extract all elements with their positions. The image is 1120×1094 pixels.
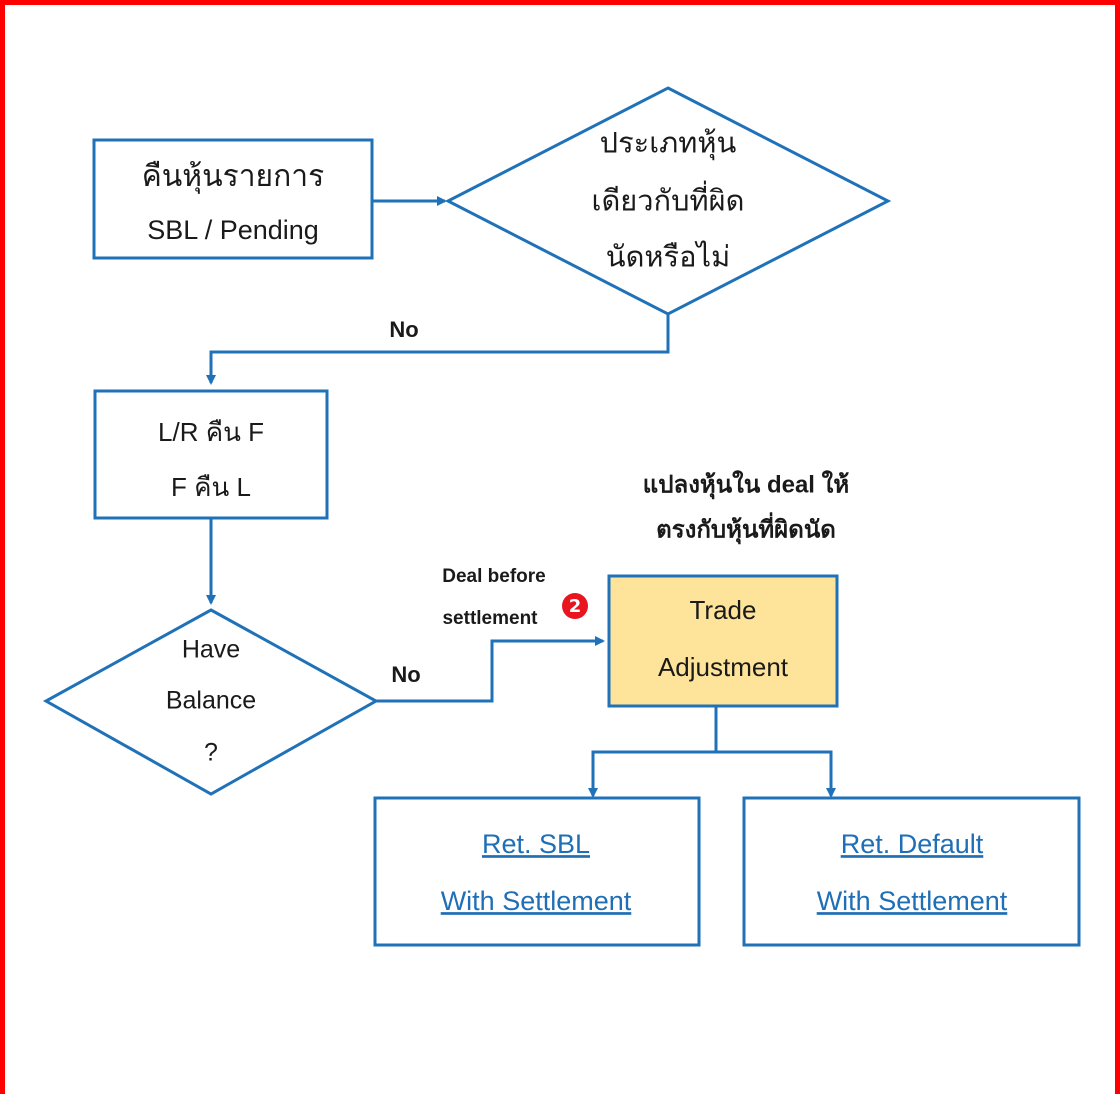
annotation-line1: แปลงหุ้นใน deal ให้: [643, 469, 849, 500]
have-balance-line3: ?: [204, 739, 218, 767]
trade-adjustment-line2: Adjustment: [658, 652, 789, 682]
annotation-line2: ตรงกับหุ้นที่ผิดนัด: [656, 511, 836, 545]
return-pending-line1: คืนหุ้นรายการ: [142, 160, 325, 195]
same-type-check-line2: เดียวกับที่ผิด: [592, 181, 745, 218]
same-type-check-line3: นัดหรือไม่: [606, 240, 730, 274]
lr-return-box: L/R คืน F F คืน L: [93, 389, 329, 520]
step-badge: 2: [562, 593, 588, 619]
have-balance-line2: Balance: [166, 687, 256, 715]
lr-return-line1: L/R คืน F: [158, 417, 264, 447]
same-type-check-diamond: ประเภทหุ้น เดียวกับที่ผิด นัดหรือไม่: [444, 86, 892, 316]
step-badge-number: 2: [569, 596, 582, 617]
ret-sbl-link-line1[interactable]: Ret. SBL: [482, 829, 590, 859]
ret-default-box[interactable]: Ret. Default With Settlement: [742, 796, 1081, 947]
arrow-check-no-to-lr: [206, 314, 670, 385]
deal-before-line2: settlement: [442, 608, 538, 629]
return-pending-line2: SBL / Pending: [147, 215, 319, 245]
arrow-trade-to-ret-sbl: [588, 706, 718, 798]
have-balance-line1: Have: [182, 636, 240, 664]
ret-default-link-line2[interactable]: With Settlement: [817, 886, 1008, 916]
arrow-trade-to-ret-default: [716, 750, 836, 798]
trade-adjustment-box: Trade Adjustment: [607, 574, 839, 708]
return-pending-box: คืนหุ้นรายการ SBL / Pending: [92, 138, 374, 260]
have-balance-diamond: Have Balance ?: [42, 608, 380, 796]
arrow-balance-no-to-trade: [376, 636, 605, 703]
ret-default-link-line1[interactable]: Ret. Default: [841, 829, 984, 859]
no-label-top: No: [389, 317, 418, 342]
same-type-check-line1: ประเภทหุ้น: [600, 128, 737, 161]
ret-sbl-box[interactable]: Ret. SBL With Settlement: [373, 796, 701, 947]
no-label-bottom: No: [391, 662, 420, 687]
lr-return-line2: F คืน L: [171, 472, 251, 502]
trade-adjustment-line1: Trade: [690, 595, 757, 625]
ret-sbl-link-line2[interactable]: With Settlement: [441, 886, 632, 916]
deal-before-line1: Deal before: [442, 566, 545, 587]
